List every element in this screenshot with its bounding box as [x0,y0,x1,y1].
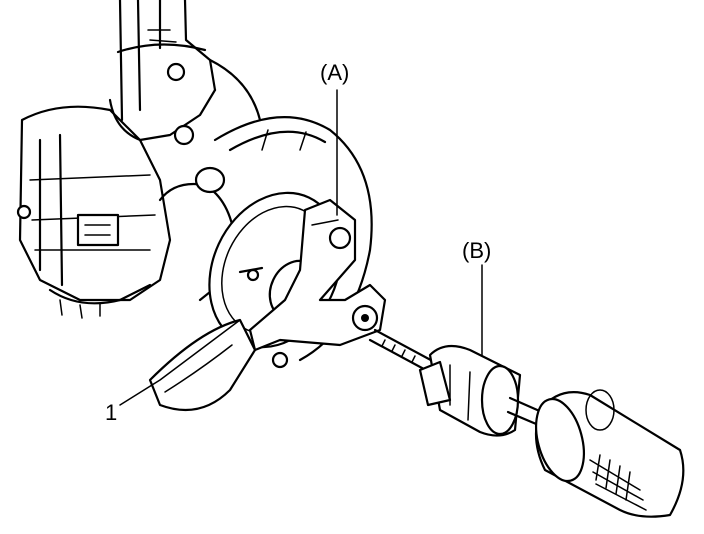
callout-a: (A) [320,60,349,85]
callout-b: (B) [462,238,491,263]
strut-assembly [108,0,262,146]
slide-hammer-weight [534,389,685,518]
knuckle-caliper [16,105,172,319]
hub-puller-a [248,198,387,352]
backing-plate-1 [148,318,257,412]
leader-line-1 [119,319,241,406]
slide-hammer-adapter-b [418,344,522,437]
callout-1: 1 [105,400,117,425]
